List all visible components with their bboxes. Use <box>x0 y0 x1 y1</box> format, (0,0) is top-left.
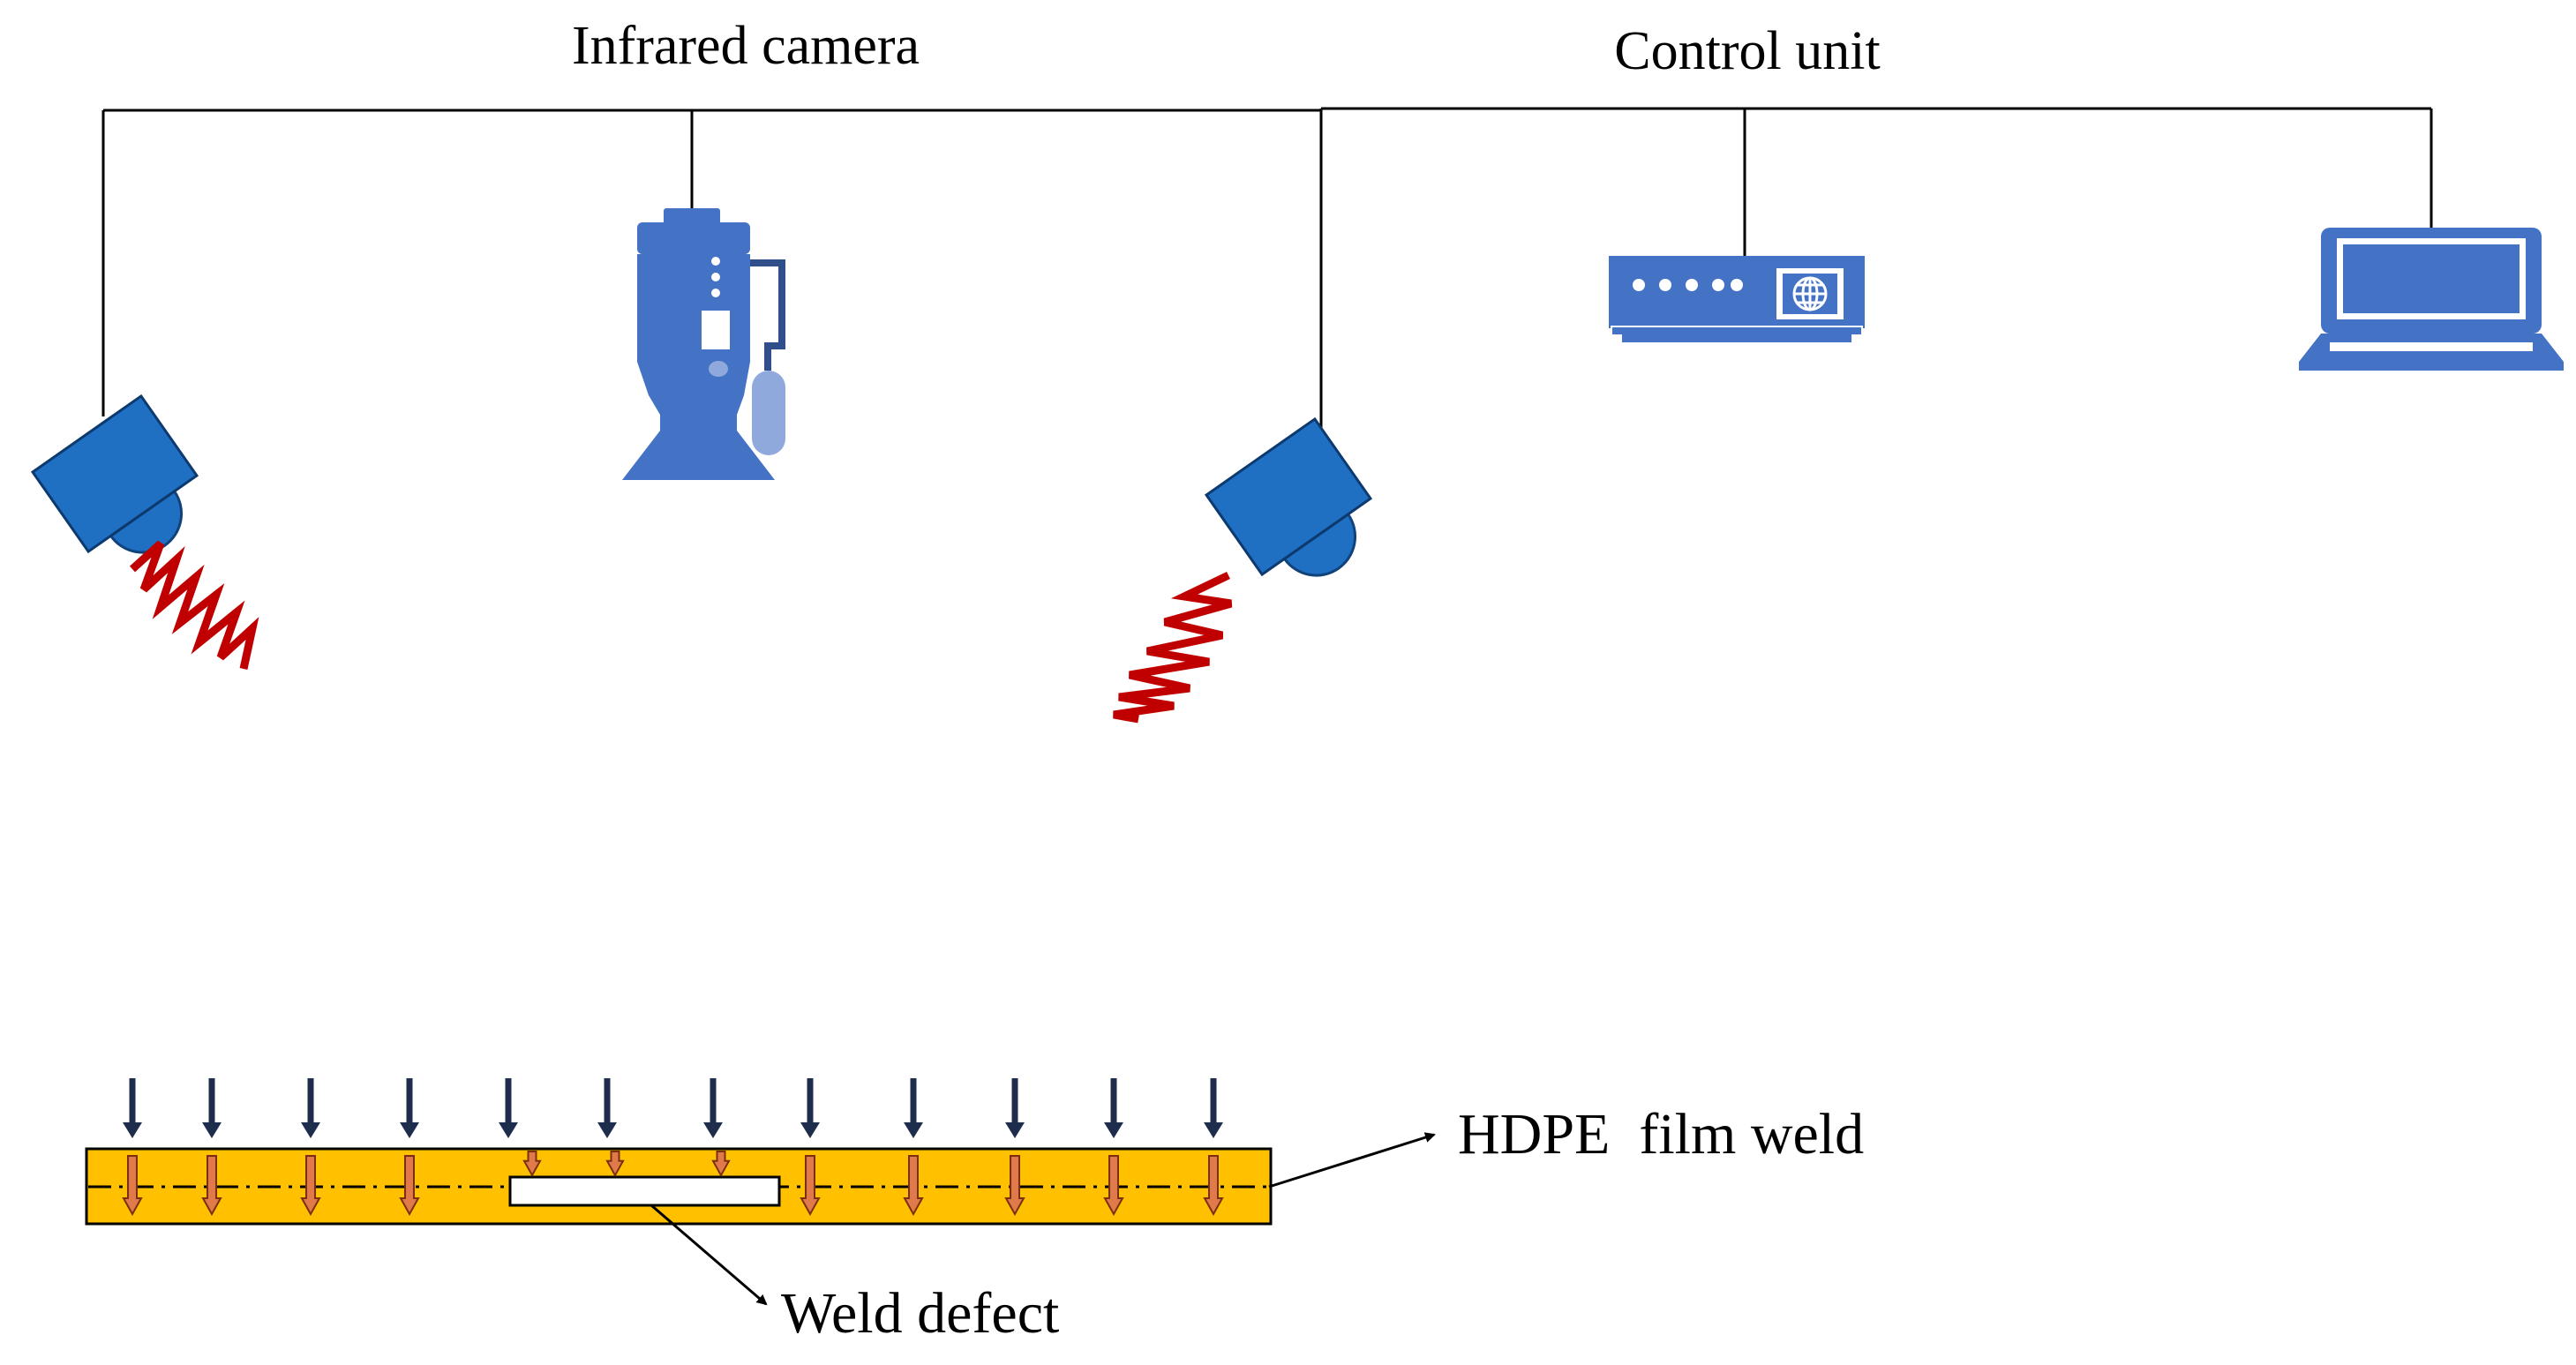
transmitted-heat-arrow <box>1203 1155 1224 1217</box>
transmitted-heat-arrow <box>1004 1155 1025 1217</box>
incident-heat-arrow <box>1005 1078 1025 1138</box>
incident-heat-arrow <box>123 1078 142 1138</box>
incident-heat-arrow <box>1204 1078 1223 1138</box>
incident-heat-arrow <box>301 1078 320 1138</box>
router-icon <box>1609 256 1865 342</box>
transmitted-heat-arrow <box>1103 1155 1124 1217</box>
transmitted-heat-arrow <box>122 1155 143 1217</box>
transmitted-heat-arrow <box>201 1155 222 1217</box>
transmitted-heat-arrow <box>800 1155 821 1217</box>
right-heat-wave <box>1113 571 1233 724</box>
hdpe-pointer-arrow <box>1268 1132 1436 1189</box>
weld-defect-label: Weld defect <box>781 1281 1059 1346</box>
defect-reflected-arrow <box>711 1151 731 1178</box>
weld-defect-region <box>508 1175 781 1207</box>
left-heat-lamp-icon <box>30 394 199 554</box>
incident-heat-arrow <box>597 1078 617 1138</box>
hdpe-film-weld-label: HDPE film weld <box>1458 1102 1864 1166</box>
right-heat-lamp-icon <box>1204 416 1373 577</box>
incident-heat-arrows <box>123 1078 1223 1138</box>
infrared-camera-label: Infrared camera <box>572 16 920 76</box>
incident-heat-arrow <box>800 1078 820 1138</box>
incident-heat-arrow <box>202 1078 222 1138</box>
weld-strip <box>85 1147 1273 1226</box>
infrared-camera-icon <box>622 208 785 480</box>
defect-pointer-arrow <box>650 1204 768 1306</box>
transmitted-heat-arrow <box>300 1155 321 1217</box>
incident-heat-arrow <box>703 1078 723 1138</box>
control-unit-label: Control unit <box>1614 21 1880 81</box>
defect-reflected-arrow <box>605 1151 625 1178</box>
transmitted-heat-arrows <box>122 1151 1224 1217</box>
transmitted-heat-arrow <box>903 1155 924 1217</box>
transmitted-heat-arrow <box>399 1155 420 1217</box>
laptop-icon <box>2299 228 2564 371</box>
incident-heat-arrow <box>1104 1078 1123 1138</box>
defect-reflected-arrow <box>522 1151 542 1178</box>
left-heat-wave <box>129 540 259 670</box>
incident-heat-arrow <box>904 1078 923 1138</box>
wiring <box>101 107 2433 466</box>
incident-heat-arrow <box>499 1078 518 1138</box>
incident-heat-arrow <box>400 1078 419 1138</box>
